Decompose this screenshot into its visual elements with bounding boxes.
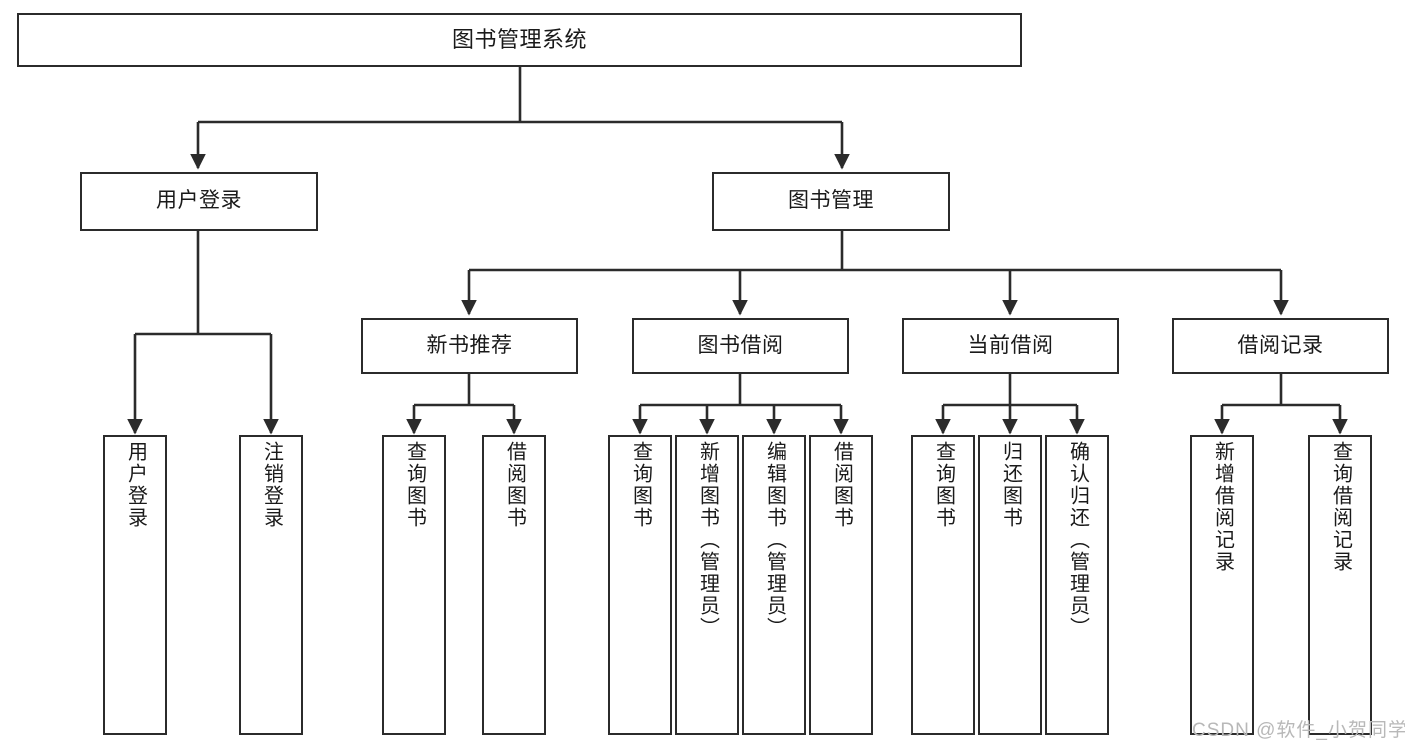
node-leaf-query-book-2[interactable]: 查询图书 [608, 435, 672, 735]
node-leaf-return-book[interactable]: 归还图书 [978, 435, 1042, 735]
node-leaf-borrow-book-2[interactable]: 借阅图书 [809, 435, 873, 735]
node-leaf-query-book-2-label: 查询图书 [629, 441, 652, 529]
csdn-watermark: CSDN @软件_小贺同学 [1192, 720, 1405, 741]
node-leaf-query-borrow-record-label: 查询借阅记录 [1329, 441, 1352, 573]
node-leaf-confirm-return-label: 确认归还（管理员） [1066, 441, 1089, 639]
node-leaf-logout-login-label: 注销登录 [260, 441, 283, 529]
node-leaf-add-book-label: 新增图书（管理员） [696, 441, 719, 639]
node-leaf-edit-book[interactable]: 编辑图书（管理员） [742, 435, 806, 735]
node-leaf-return-book-label: 归还图书 [999, 441, 1022, 529]
node-borrow-record[interactable]: 借阅记录 [1172, 318, 1389, 374]
node-book-manage-label: 图书管理 [788, 189, 874, 213]
node-book-borrow[interactable]: 图书借阅 [632, 318, 849, 374]
node-user-login-label: 用户登录 [156, 189, 242, 213]
node-leaf-borrow-book-1[interactable]: 借阅图书 [482, 435, 546, 735]
node-user-login[interactable]: 用户登录 [80, 172, 318, 231]
node-leaf-query-book-3[interactable]: 查询图书 [911, 435, 975, 735]
node-leaf-query-book-1-label: 查询图书 [403, 441, 426, 529]
node-leaf-edit-book-label: 编辑图书（管理员） [763, 441, 786, 639]
node-leaf-add-borrow-record-label: 新增借阅记录 [1211, 441, 1234, 573]
node-current-borrow[interactable]: 当前借阅 [902, 318, 1119, 374]
node-leaf-add-borrow-record[interactable]: 新增借阅记录 [1190, 435, 1254, 735]
node-leaf-query-borrow-record[interactable]: 查询借阅记录 [1308, 435, 1372, 735]
node-root[interactable]: 图书管理系统 [17, 13, 1022, 67]
node-leaf-add-book[interactable]: 新增图书（管理员） [675, 435, 739, 735]
node-new-book-recommend[interactable]: 新书推荐 [361, 318, 578, 374]
node-borrow-record-label: 借阅记录 [1237, 333, 1324, 357]
node-root-label: 图书管理系统 [451, 27, 587, 53]
node-leaf-user-login-label: 用户登录 [124, 441, 147, 529]
node-leaf-query-book-1[interactable]: 查询图书 [382, 435, 446, 735]
node-book-borrow-label: 图书借阅 [697, 333, 784, 357]
node-new-book-recommend-label: 新书推荐 [426, 333, 513, 357]
node-leaf-borrow-book-2-label: 借阅图书 [830, 441, 853, 529]
node-leaf-confirm-return[interactable]: 确认归还（管理员） [1045, 435, 1109, 735]
node-leaf-borrow-book-1-label: 借阅图书 [503, 441, 526, 529]
node-leaf-query-book-3-label: 查询图书 [932, 441, 955, 529]
node-leaf-logout-login[interactable]: 注销登录 [239, 435, 303, 735]
node-leaf-user-login[interactable]: 用户登录 [103, 435, 167, 735]
node-current-borrow-label: 当前借阅 [967, 333, 1054, 357]
node-book-manage[interactable]: 图书管理 [712, 172, 950, 231]
